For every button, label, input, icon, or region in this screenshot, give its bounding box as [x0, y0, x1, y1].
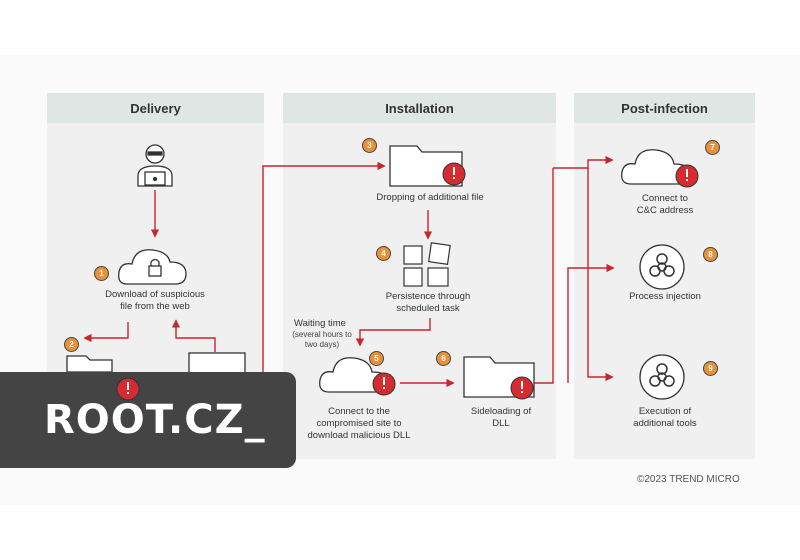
hacker-icon	[137, 144, 173, 187]
folder-alert-icon-dropping	[389, 145, 466, 187]
step-label-8: Process injection	[629, 291, 701, 302]
waiting-time-note: (several hours to two days)	[292, 330, 352, 349]
step-badge-8: 8	[703, 247, 718, 262]
arrow-sideload-to-post	[523, 168, 554, 384]
step-label-1: Download of suspicious file from the web	[105, 289, 205, 312]
arrow-download-to-execution	[83, 322, 129, 343]
brand-overlay: ROOT.CZ_	[0, 372, 296, 468]
biohazard-icon-tools	[639, 354, 685, 400]
cloud-alert-icon-connect	[319, 357, 396, 396]
step-label-5: Connect to the compromised site to downl…	[307, 406, 411, 441]
step-badge-9: 9	[703, 361, 718, 376]
step-label-9: Execution of additional tools	[633, 406, 697, 429]
arrow-monitor-to-download	[171, 319, 216, 352]
arrow-to-tools	[587, 168, 614, 382]
cloud-alert-icon-cc	[621, 149, 699, 188]
folder-alert-icon	[66, 355, 113, 373]
arrow-to-cc	[553, 155, 614, 169]
copyright-text: ©2023 TREND MICRO	[637, 474, 740, 485]
cloud-lock-icon	[118, 249, 187, 285]
brand-logo-text: ROOT.CZ_	[44, 397, 266, 443]
step-badge-7: 7	[705, 140, 720, 155]
arrow-to-injection	[567, 263, 615, 383]
step-label-6: Sideloading of DLL	[470, 406, 532, 429]
arrow-persistence-to-connect	[355, 318, 431, 347]
waiting-time-title: Waiting time	[294, 318, 346, 329]
panel-title-post-infection: Post-infection	[574, 93, 755, 123]
biohazard-icon-injection	[639, 244, 685, 290]
folder-alert-icon-sideload	[463, 356, 535, 400]
step-label-3: Dropping of additional file	[376, 192, 484, 203]
step-badge-3: 3	[362, 138, 377, 153]
step-badge-6: 6	[436, 351, 451, 366]
step-badge-4: 4	[376, 246, 391, 261]
execution-alert-icon	[116, 377, 140, 401]
step-badge-5: 5	[369, 351, 384, 366]
step-label-7: Connect to C&C address	[636, 193, 694, 216]
step-badge-2: 2	[64, 337, 79, 352]
grid-blocks-icon	[403, 242, 451, 287]
step-badge-1: 1	[94, 266, 109, 281]
panel-title-installation: Installation	[283, 93, 556, 123]
panel-title-delivery: Delivery	[47, 93, 264, 123]
step-label-4: Persistence through scheduled task	[385, 291, 471, 314]
